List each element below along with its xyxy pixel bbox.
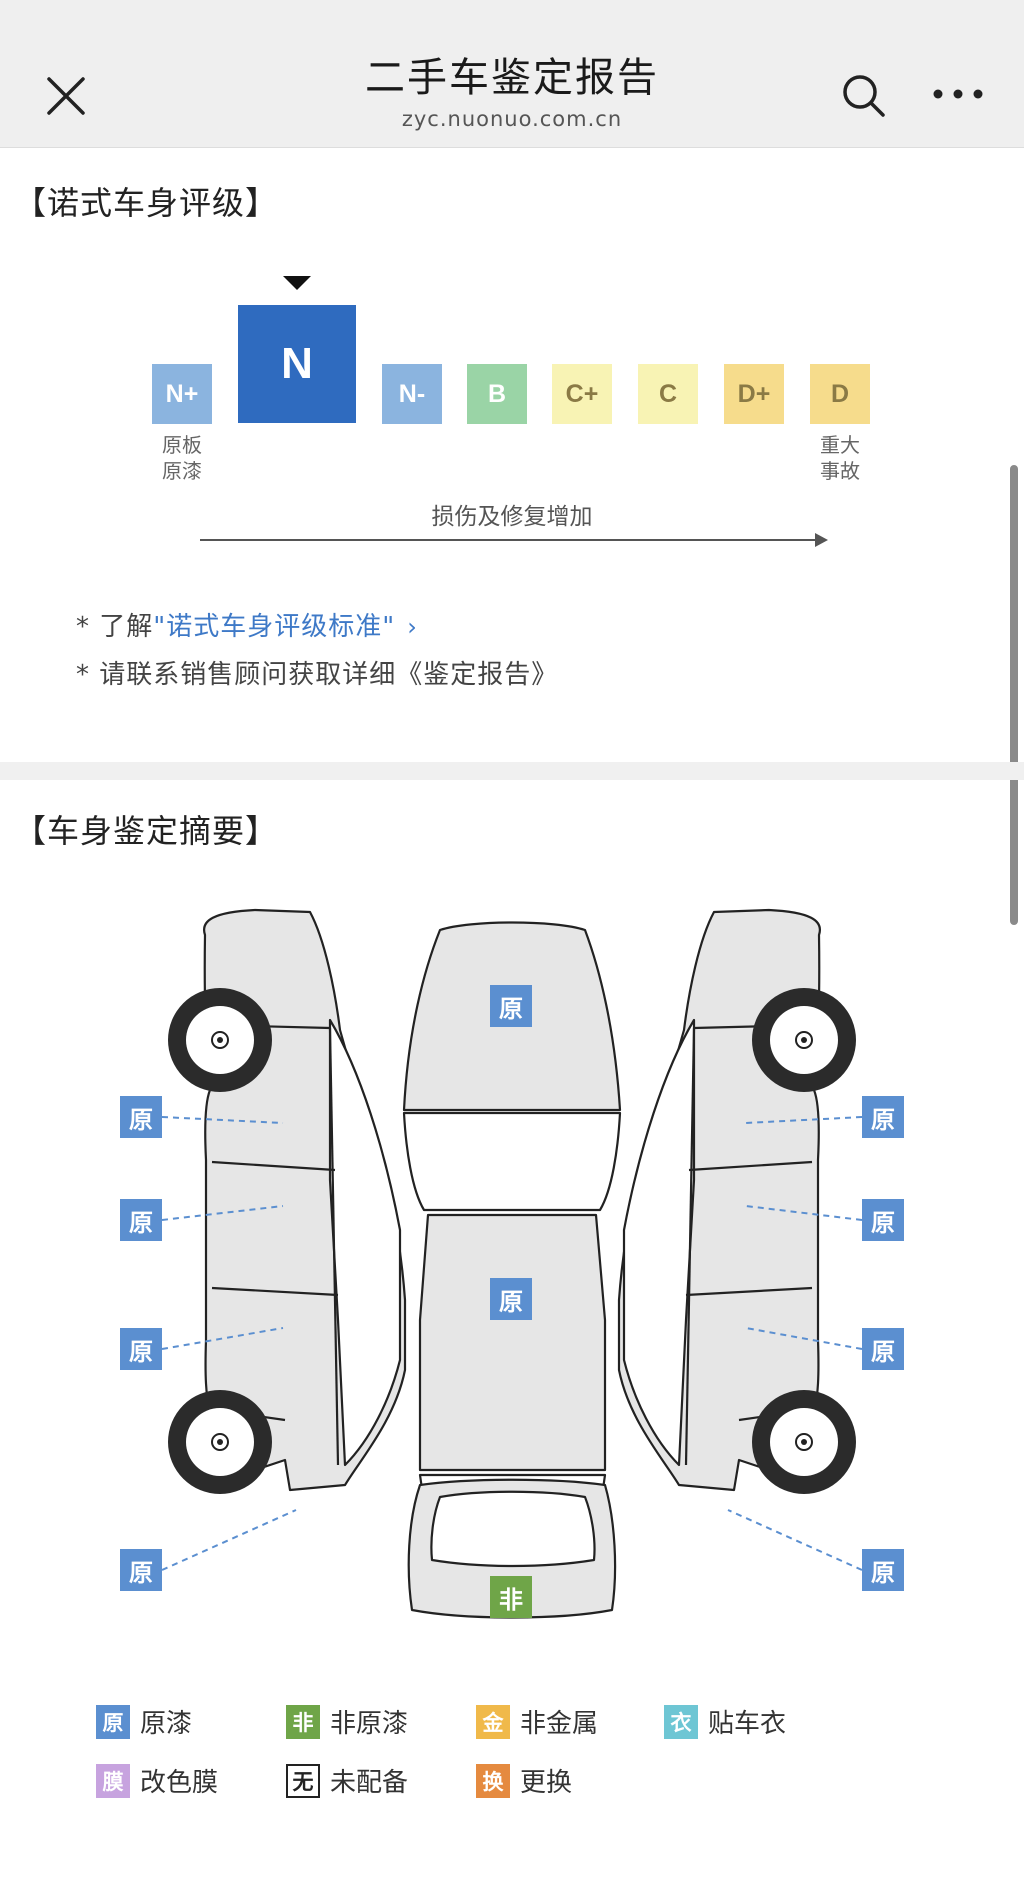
tip-prefix: * 了解 <box>76 612 154 642</box>
grade-note-major-accident: 重大 事故 <box>810 432 870 484</box>
legend-item: 金非金属 <box>476 1703 598 1740</box>
close-button[interactable] <box>40 70 92 122</box>
legend-label: 非金属 <box>520 1709 599 1739</box>
note-line: 事故 <box>820 459 860 483</box>
search-icon <box>843 75 885 117</box>
legend-swatch: 金 <box>476 1704 510 1739</box>
note-line: 原漆 <box>162 459 202 483</box>
tag-left-rear-door: 原 <box>120 1328 162 1370</box>
grade-n-plus: N+ <box>152 364 212 424</box>
legend-label: 原漆 <box>140 1709 193 1739</box>
legend-item: 膜改色膜 <box>96 1762 218 1799</box>
summary-section-title: 【车身鉴定摘要】 <box>14 812 279 850</box>
legend-label: 更换 <box>520 1768 573 1798</box>
tag-trunk: 非 <box>490 1576 532 1618</box>
tag-right-rear-door: 原 <box>862 1328 904 1370</box>
trunk-window <box>430 1490 596 1568</box>
legend-swatch: 非 <box>286 1704 320 1739</box>
tag-roof: 原 <box>490 1278 532 1320</box>
more-button[interactable] <box>930 70 986 122</box>
grade-d: D <box>810 364 870 424</box>
left-side-glass <box>328 1018 402 1467</box>
legend-label: 贴车衣 <box>708 1709 787 1739</box>
right-side-glass <box>622 1018 696 1467</box>
more-dots-icon <box>933 89 983 99</box>
damage-axis-arrow <box>200 533 828 547</box>
legend-label: 非原漆 <box>330 1709 409 1739</box>
note-line: 原板 <box>162 433 202 457</box>
grade-n-minus: N- <box>382 364 442 424</box>
grade-b: B <box>467 364 527 424</box>
legend-label: 改色膜 <box>140 1768 219 1798</box>
car-body-diagram <box>161 908 863 1619</box>
tag-left-front-door: 原 <box>120 1199 162 1241</box>
tag-hood: 原 <box>490 985 532 1027</box>
title-block: 二手车鉴定报告 zyc.nuonuo.com.cn <box>0 52 1024 134</box>
tag-right-rear-fender: 原 <box>862 1549 904 1591</box>
damage-axis-label: 损伤及修复增加 <box>431 504 593 530</box>
current-grade-pointer <box>283 276 311 290</box>
legend-swatch: 衣 <box>664 1704 698 1739</box>
legend-swatch: 原 <box>96 1704 130 1739</box>
grade-note-original: 原板 原漆 <box>152 432 212 484</box>
tip-rating-standard: * 了解"诺式车身评级标准" › <box>76 606 418 643</box>
grade-d-plus: D+ <box>724 364 784 424</box>
note-line: 重大 <box>820 433 860 457</box>
page-url: zyc.nuonuo.com.cn <box>401 107 623 131</box>
tag-left-rear-fender: 原 <box>120 1549 162 1591</box>
tag-left-front-fender: 原 <box>120 1096 162 1138</box>
legend-label: 未配备 <box>330 1768 409 1798</box>
legend-swatch: 无 <box>286 1763 320 1798</box>
chevron-right-icon[interactable]: › <box>407 613 418 641</box>
grade-c-plus: C+ <box>552 364 612 424</box>
roof-panel <box>418 1213 607 1472</box>
search-button[interactable] <box>838 70 890 122</box>
legend-item: 换更换 <box>476 1762 572 1799</box>
tip-contact-sales: * 请联系销售顾问获取详细《鉴定报告》 <box>76 660 559 690</box>
grade-c: C <box>638 364 698 424</box>
page-title: 二手车鉴定报告 <box>365 55 659 101</box>
grade-n: N <box>238 305 356 423</box>
legend-swatch: 换 <box>476 1763 510 1798</box>
tag-right-front-door: 原 <box>862 1199 904 1241</box>
legend-swatch: 膜 <box>96 1763 130 1798</box>
close-icon <box>47 77 85 115</box>
legend-item: 原原漆 <box>96 1703 192 1740</box>
legend-item: 无未配备 <box>286 1762 408 1799</box>
top-navigation-bar: 二手车鉴定报告 zyc.nuonuo.com.cn <box>0 0 1024 148</box>
section-divider <box>0 762 1024 780</box>
scrollbar-thumb[interactable] <box>1010 465 1018 925</box>
rating-section-title: 【诺式车身评级】 <box>14 184 279 222</box>
wheels <box>168 988 856 1494</box>
legend-item: 非非原漆 <box>286 1703 408 1740</box>
windshield <box>402 1111 622 1212</box>
rating-standard-link[interactable]: "诺式车身评级标准" <box>153 612 396 642</box>
tag-right-front-fender: 原 <box>862 1096 904 1138</box>
legend-item: 衣贴车衣 <box>664 1703 786 1740</box>
